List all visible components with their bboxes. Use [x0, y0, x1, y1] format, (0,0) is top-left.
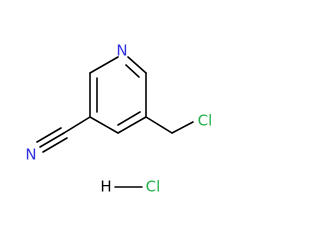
bond-c3-c4: [89, 116, 119, 134]
ring-nitrogen-label: N: [116, 42, 127, 60]
structure-diagram: N Cl N H Cl: [25, 42, 212, 196]
bond-n1-c2: [89, 56, 119, 74]
atom-labels: N Cl N H Cl: [25, 42, 212, 196]
bond-c6-n1-inner: [125, 64, 140, 78]
bond-c4-c5-inner: [117, 111, 141, 126]
chloromethyl-group: [145, 116, 194, 134]
bond-ch2-cl: [171, 121, 194, 134]
bond-c3-cn: [63, 116, 91, 134]
bond-c6-n1: [127, 56, 147, 74]
hcl-chlorine-label: Cl: [146, 178, 161, 196]
bond-cn-triple-2: [36, 127, 62, 143]
pyridine-ring: [89, 56, 147, 134]
bond-c4-c5: [117, 116, 147, 134]
nitrile-group: [36, 116, 91, 153]
bond-cn-triple-1: [39, 132, 65, 148]
bond-c5-ch2: [145, 116, 173, 134]
bond-cn-triple-3: [42, 137, 68, 153]
hcl-hydrogen-label: H: [100, 178, 111, 196]
nitrile-nitrogen-label: N: [25, 146, 36, 164]
chloromethyl-chlorine-label: Cl: [198, 112, 213, 130]
